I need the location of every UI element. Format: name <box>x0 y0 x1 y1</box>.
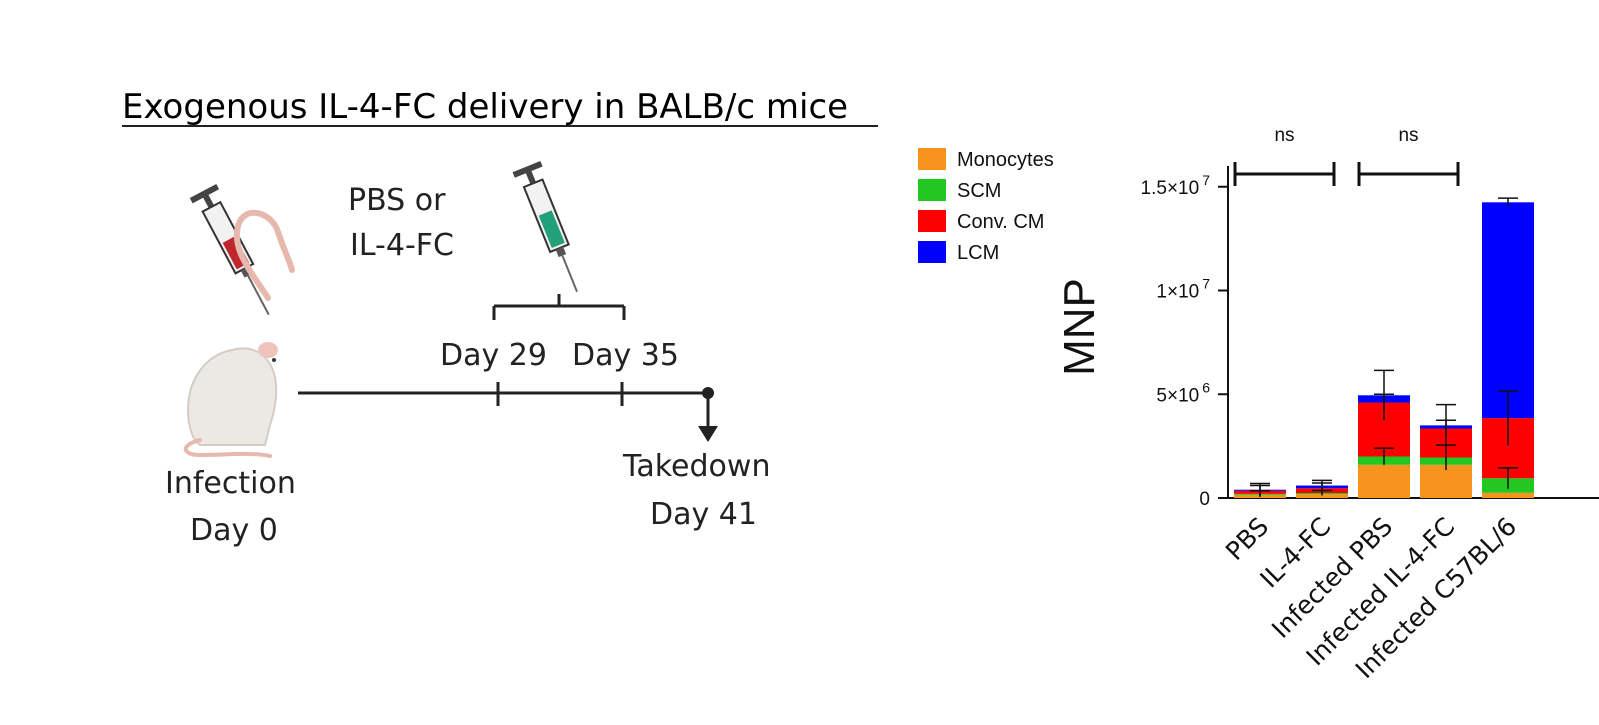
syringe-icon <box>189 183 270 316</box>
day29-label: Day 29 <box>440 338 547 373</box>
treatment-label-line2: IL-4-FC <box>350 228 454 263</box>
syringe-icon <box>512 160 578 293</box>
y-tick-label: 0 <box>1199 489 1210 510</box>
panel-title: Exogenous IL-4-FC delivery in BALB/c mic… <box>122 87 848 127</box>
infection-line1: Infection <box>165 466 296 501</box>
treatment-bracket <box>492 294 626 320</box>
timeline-panel: Exogenous IL-4-FC delivery in BALB/c mic… <box>122 87 878 548</box>
takedown-arrow <box>698 426 718 442</box>
y-axis-label: MNP <box>1055 278 1104 376</box>
legend-swatch <box>918 148 946 170</box>
timeline-axis <box>298 382 710 428</box>
x-tick-label: PBS <box>1220 512 1274 566</box>
bar-segment <box>1482 492 1534 498</box>
infection-line2: Day 0 <box>190 513 278 548</box>
legend-label: Monocytes <box>957 149 1054 171</box>
worm-icon <box>233 209 295 301</box>
significance-label: ns <box>1274 125 1294 146</box>
bar-segment <box>1420 464 1472 498</box>
legend-swatch <box>918 241 946 263</box>
takedown-line2: Day 41 <box>650 497 757 532</box>
bar-segment <box>1296 494 1348 498</box>
mouse-icon <box>183 342 278 458</box>
significance-label: ns <box>1398 125 1418 146</box>
bar-segment <box>1358 464 1410 498</box>
bar-segment <box>1482 202 1534 419</box>
legend-swatch <box>918 179 946 201</box>
treatment-label-line1: PBS or <box>348 183 446 218</box>
legend-label: Conv. CM <box>957 211 1044 233</box>
endpoint-dot <box>702 387 714 399</box>
takedown-line1: Takedown <box>622 449 770 484</box>
legend-label: SCM <box>957 180 1001 202</box>
legend-swatch <box>918 210 946 232</box>
legend-label: LCM <box>957 242 999 264</box>
day35-label: Day 35 <box>572 338 679 373</box>
